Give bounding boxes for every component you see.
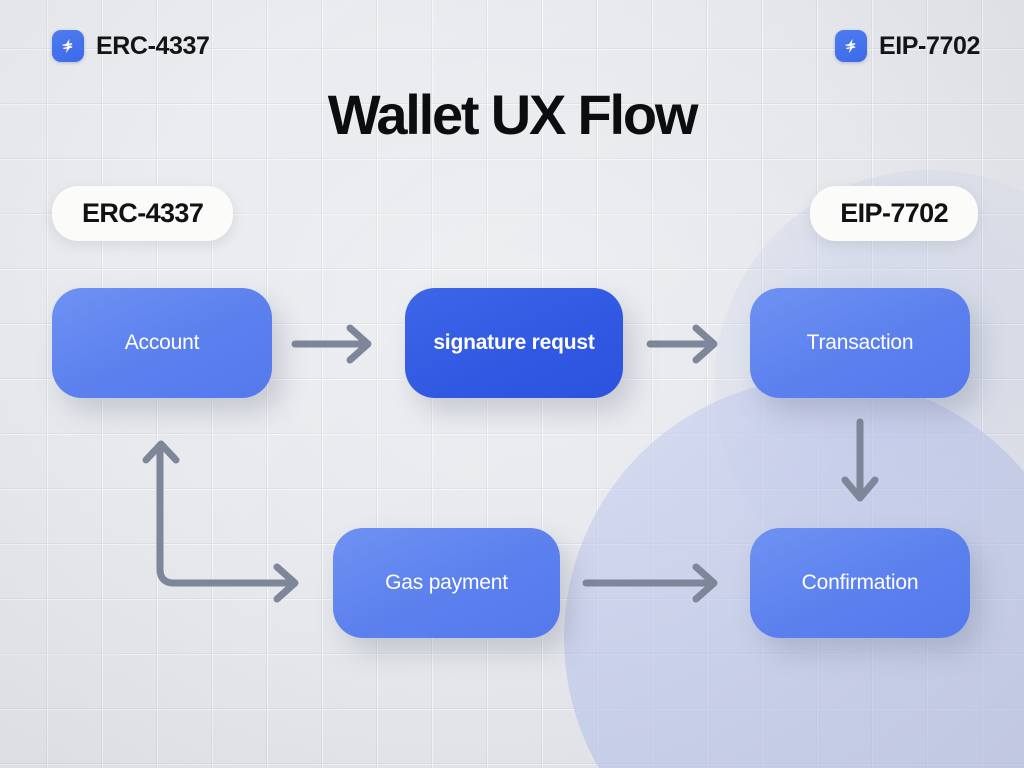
flow-node-account[interactable]: Account (52, 288, 272, 398)
flow-node-label: Confirmation (801, 571, 919, 594)
flow-node-label: Account (124, 331, 200, 354)
flow-node-transaction[interactable]: Transaction (750, 288, 970, 398)
flow-node-label: Transaction (806, 331, 914, 354)
bolt-badge-icon (834, 30, 867, 62)
flow-node-label: Gas payment (385, 571, 508, 594)
brand-badge-right: EIP-7702 (834, 30, 980, 62)
brand-badge-left: ERC-4337 (52, 30, 210, 62)
flow-node-label: signature requst (433, 331, 595, 354)
page-title: Wallet UX Flow (327, 83, 699, 146)
flow-node-signature-request[interactable]: signature requst (405, 288, 623, 398)
standard-tag-erc4337: ERC-4337 (52, 186, 234, 241)
brand-label-left: ERC-4337 (96, 31, 210, 60)
bolt-badge-icon (52, 30, 84, 62)
flow-node-gas-payment[interactable]: Gas payment (333, 528, 560, 638)
brand-label-right: EIP-7702 (878, 31, 980, 60)
standard-tag-eip7702: EIP-7702 (810, 186, 978, 241)
flow-node-confirmation[interactable]: Confirmation (750, 528, 970, 638)
